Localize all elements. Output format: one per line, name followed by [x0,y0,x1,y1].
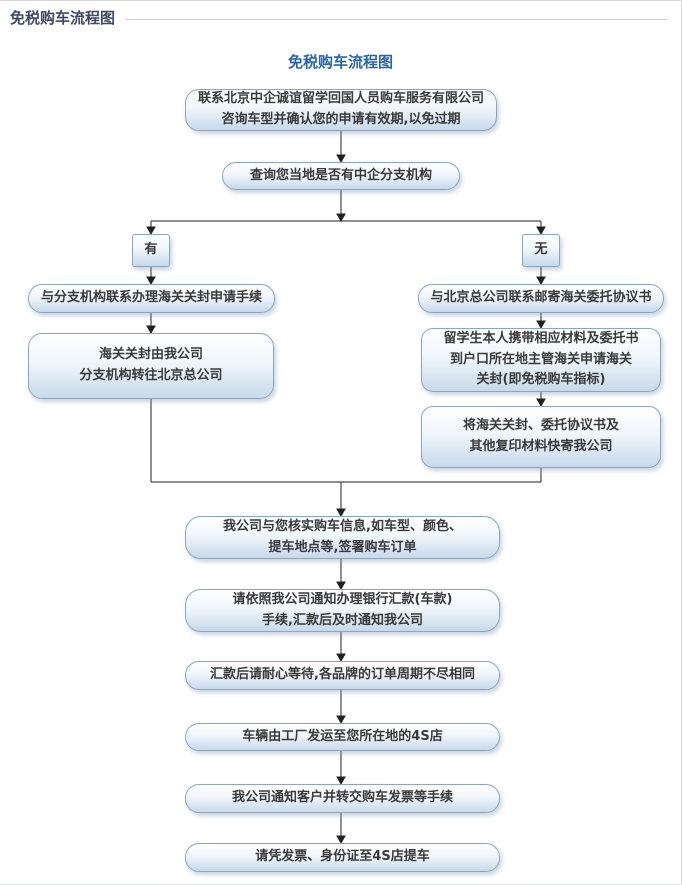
diagram-title: 免税购车流程图 [287,53,393,71]
node-car-shipped: 车辆由工厂发运至您所在地的4S店 [185,723,500,751]
node-pickup-car: 请凭发票、身份证至4S店提车 [185,843,500,872]
node-contact-company: 联系北京中企诚谊留学回国人员购车服务有限公司 咨询车型并确认您的申请有效期,以免… [185,89,497,131]
node-line: 海关关封由我公司 [98,347,203,363]
node-seal-forwarded: 海关关封由我公司 分支机构转往北京总公司 [28,333,274,399]
node-line: 将海关关封、委托协议书及 [462,418,619,434]
header-divider [125,18,667,20]
node-mail-materials: 将海关关封、委托协议书及 其他复印材料快寄我公司 [421,406,661,468]
node-line: 提车地点等,签署购车订单 [268,539,417,555]
node-line: 与分支机构联系办理海关关封申请手续 [40,290,262,306]
node-check-local-branch: 查询您当地是否有中企分支机构 [222,162,460,190]
node-line: 我公司通知客户并转交购车发票等手续 [231,790,453,806]
node-line: 手续,汇款后及时通知我公司 [262,612,423,628]
node-line: 联系北京中企诚谊留学回国人员购车服务有限公司 [197,91,484,107]
node-decision-yes: 有 [132,234,170,267]
node-wait-order-cycle: 汇款后请耐心等待,各品牌的订单周期不尽相同 [185,661,500,690]
node-line: 到户口所在地主管海关申请海关 [449,351,632,367]
node-line: 汇款后请耐心等待,各品牌的订单周期不尽相同 [210,667,475,683]
node-line: 请依照我公司通知办理银行汇款(车款) [232,591,453,607]
node-line: 查询您当地是否有中企分支机构 [249,167,432,183]
node-hq-mail-agreement: 与北京总公司联系邮寄海关委托协议书 [418,284,664,313]
node-line: 请凭发票、身份证至4S店提车 [255,849,430,865]
node-line: 留学生本人携带相应材料及委托书 [443,330,639,346]
node-line: 我公司与您核实购车信息,如车型、颜色、 [223,518,462,534]
node-notify-invoice: 我公司通知客户并转交购车发票等手续 [185,784,500,813]
node-line: 无 [534,242,548,258]
page-title: 免税购车流程图 [10,9,116,27]
page-header: 免税购车流程图 [10,7,667,28]
node-line: 车辆由工厂发运至您所在地的4S店 [242,728,443,744]
node-confirm-order: 我公司与您核实购车信息,如车型、颜色、 提车地点等,签署购车订单 [185,516,500,559]
node-line: 有 [144,242,158,258]
node-line: 咨询车型并确认您的申请有效期,以免过期 [221,112,461,127]
node-line: 分支机构转往北京总公司 [79,368,223,383]
node-student-apply-customs: 留学生本人携带相应材料及委托书 到户口所在地主管海关申请海关 关封(即免税购车指… [421,328,661,392]
node-line: 与北京总公司联系邮寄海关委托协议书 [430,290,652,306]
node-bank-remittance: 请依照我公司通知办理银行汇款(车款) 手续,汇款后及时通知我公司 [185,589,500,632]
node-line: 其他复印材料快寄我公司 [469,439,613,454]
node-branch-apply-seal: 与分支机构联系办理海关关封申请手续 [28,284,275,313]
node-decision-no: 无 [522,234,560,267]
node-line: 关封(即免税购车指标) [476,372,606,388]
